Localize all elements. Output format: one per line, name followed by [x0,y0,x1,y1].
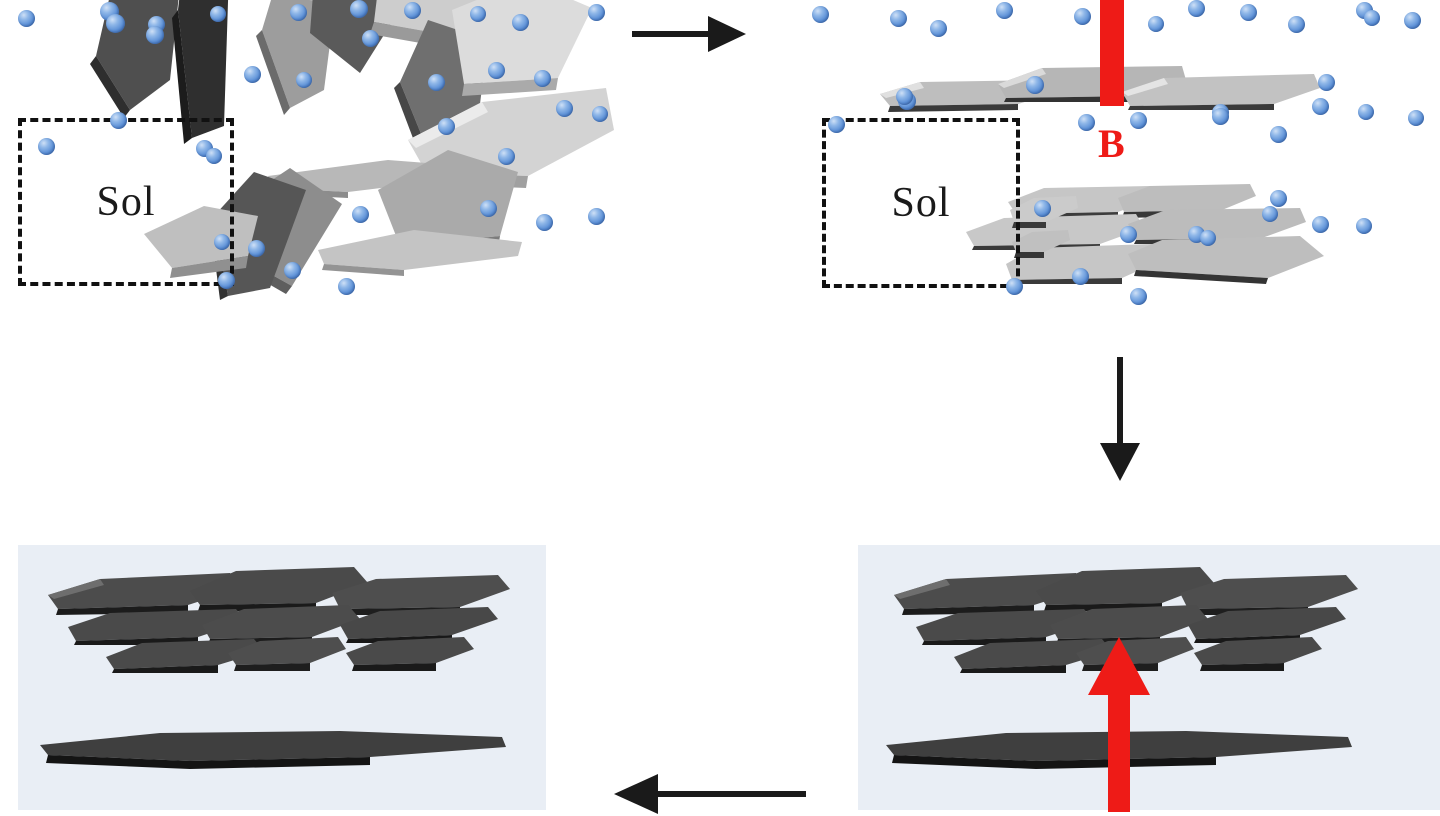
ion-particle [350,0,368,18]
ion-particle [512,14,529,31]
ion-particle [996,2,1013,19]
ion-particle [362,30,379,47]
flake-random [168,0,258,170]
ion-particle [1072,268,1089,285]
flake-gelled [346,637,476,671]
ion-particle [214,234,230,250]
flake-gelled [228,637,348,671]
ion-particle [1240,4,1257,21]
ion-particle [930,20,947,37]
ion-particle [38,138,55,155]
flake-aligned [1122,74,1322,110]
panel-top-right: B Sol [800,0,1440,320]
ion-particle [534,70,551,87]
flake-aligned [1128,236,1328,284]
ion-particle [536,214,553,231]
ion-particle [1148,16,1164,32]
ion-particle [1212,108,1229,125]
ion-particle [106,14,125,33]
ion-particle [1404,12,1421,29]
ion-particle [1408,110,1424,126]
field-label-B: B [1098,121,1125,166]
flake-gelled [40,731,510,769]
sol-box-top-left: Sol [18,118,234,286]
ion-particle [1188,0,1205,17]
ion-particle [146,26,164,44]
ion-particle [1200,230,1216,246]
ion-particle [1358,104,1374,120]
panel-bottom-left [18,545,546,810]
ion-particle [828,116,845,133]
ion-particle [588,4,605,21]
ion-particle [438,118,455,135]
ion-particle [1034,200,1051,217]
ion-particle [1270,126,1287,143]
flake-random [144,200,264,280]
sol-label: Sol [96,179,156,225]
ion-particle [244,66,261,83]
ion-particle [812,6,829,23]
ion-particle [248,240,265,257]
ion-particle [210,6,226,22]
ion-particle [1026,76,1044,94]
ion-particle [1130,112,1147,129]
ion-particle [18,10,35,27]
ion-particle [1120,226,1137,243]
flake-gelled [954,639,1114,673]
ion-particle [592,106,608,122]
arrow-down [1100,357,1140,481]
panel-top-left: Sol [0,0,620,320]
ion-particle [1006,278,1023,295]
arrow-bottom-left [614,774,806,814]
flake-aligned [1006,244,1166,284]
ion-particle [1074,8,1091,25]
ion-particle [480,200,497,217]
ion-particle [498,148,515,165]
ion-particle [352,206,369,223]
arrow-top-right [632,16,746,52]
ion-particle [890,10,907,27]
ion-particle [206,148,222,164]
flake-random [318,228,528,278]
flake-gelled [106,639,266,673]
ion-particle [1262,206,1278,222]
ion-particle [1270,190,1287,207]
ion-particle [1130,288,1147,305]
ion-particle [1078,114,1095,131]
field-arrow-bottom-right [1088,637,1150,812]
ion-particle [588,208,605,225]
ion-particle [110,112,127,129]
ion-particle [556,100,573,117]
flake-gelled [1194,637,1324,671]
ion-particle [338,278,355,295]
sol-box-top-right: Sol [822,118,1020,288]
panel-bottom-right [858,545,1440,812]
sol-label: Sol [891,180,951,226]
flake-gelled [894,573,1094,615]
ion-particle [1312,216,1329,233]
ion-particle [296,72,312,88]
ion-particle [404,2,421,19]
ion-particle [428,74,445,91]
flake-gelled [190,567,370,611]
ion-particle [488,62,505,79]
field-bar-top-right [1100,0,1124,106]
ion-particle [290,4,307,21]
flake-aligned [1012,230,1072,260]
ion-particle [1356,218,1372,234]
ion-particle [1364,10,1380,26]
ion-particle [284,262,301,279]
ion-particle [896,88,913,105]
ion-particle [218,272,235,289]
ion-particle [1318,74,1335,91]
ion-particle [1312,98,1329,115]
ion-particle [1288,16,1305,33]
ion-particle [470,6,486,22]
